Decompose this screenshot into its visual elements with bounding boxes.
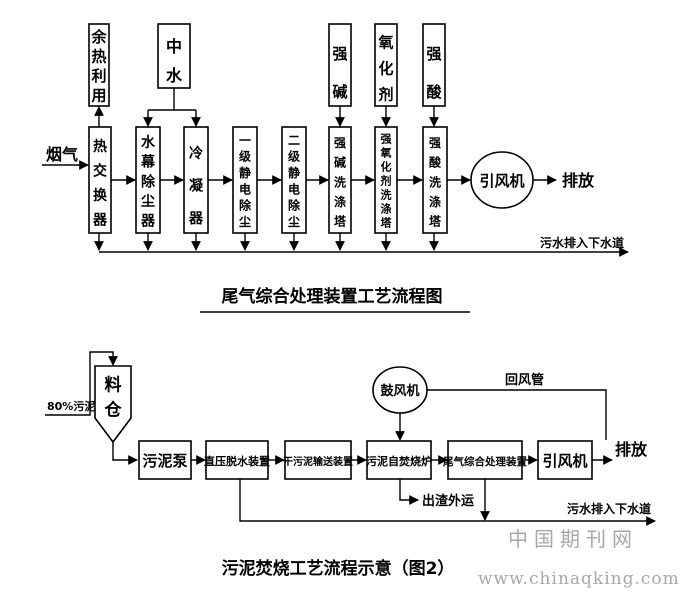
d2-box-tail-gas-label: 尾气综合处理装置 [443, 455, 527, 468]
d2-input-arrow [45, 351, 118, 416]
diagram1: 余热利用 中水 强碱 氧化剂 强酸 热交换器 水幕除尘器 冷凝器 一级静电除尘 … [42, 23, 629, 313]
d2-box-conveyor-label: 干污泥输送装置 [283, 455, 353, 468]
d2-box-induced-fan-label: 引风机 [542, 452, 587, 470]
d1-drain-arrows [94, 233, 629, 257]
d1-box-alkali-scrubber-label: 强碱洗涤塔 [334, 136, 347, 228]
d1-top-box-oxidant-label: 氧化剂 [377, 33, 393, 103]
d2-output-label: 排放 [615, 440, 648, 459]
d1-top-box-acid-label: 强酸 [426, 45, 442, 101]
d2-box-dewatering [205, 440, 269, 480]
d2-blower-label: 鼓风机 [380, 383, 419, 399]
d2-slag-arrow [399, 479, 419, 505]
d1-box-esp-1-label: 一级静电除尘 [239, 133, 252, 229]
d1-top-box-alkali-label: 强碱 [332, 45, 347, 101]
d2-return-label: 回风管 [505, 372, 544, 388]
d2-box-conveyor [284, 440, 352, 480]
d1-top-box-waste-heat [88, 23, 110, 107]
d2-box-dewatering-label: 直压脱水装置 [204, 454, 270, 468]
d1-box-water-curtain-label: 水幕除尘器 [140, 134, 156, 229]
d2-silo-label: 料仓 [104, 375, 123, 421]
d2-box-sludge-pump [138, 440, 192, 480]
d2-drain-line [239, 479, 656, 526]
d1-box-condenser-label: 冷凝器 [188, 145, 204, 227]
d2-box-sludge-pump-label: 污泥泵 [142, 452, 187, 470]
d2-title: 污泥焚烧工艺流程示意（图2） [222, 558, 455, 579]
d2-silo-to-pump-arrow [112, 442, 138, 465]
d2-input-label: 80%污泥 [47, 399, 95, 413]
d1-output-label: 排放 [562, 171, 595, 190]
d1-box-esp-2-label: 二级静电除尘 [288, 133, 301, 229]
d1-drain-label: 污水排入下水道 [540, 235, 624, 250]
d1-flow-arrows [42, 160, 557, 185]
d1-box-acid-scrubber-label: 强酸洗涤塔 [429, 136, 442, 228]
diagram2: 料仓 80%污泥 污泥泵 直压脱水装置 干污泥输送装置 污泥自焚烧炉 尾气综合处… [45, 351, 656, 579]
d1-feed-arrows [94, 88, 439, 127]
d1-title: 尾气综合处理装置工艺流程图 [222, 286, 443, 307]
d2-silo [94, 365, 132, 444]
d1-top-box-reclaimed-water [157, 23, 191, 89]
d2-drain-label: 污水排入下水道 [567, 501, 651, 516]
d1-top-box-reclaimed-water-label: 中水 [166, 37, 183, 85]
watermark-url: www.chinaqking.com [478, 569, 680, 589]
d1-top-box-waste-heat-label: 余热利用 [90, 28, 107, 105]
d2-return-duct [427, 389, 607, 440]
d1-box-oxidant-scrubber-label: 强氧化剂洗涤塔 [380, 133, 393, 230]
d2-slag-label: 出渣外运 [422, 493, 474, 509]
d2-box-incinerator-label: 污泥自焚烧炉 [366, 454, 432, 468]
d1-input-label: 烟气 [46, 145, 78, 164]
watermark-cn: 中国期刊网 [508, 527, 638, 551]
d1-box-esp-1 [232, 126, 258, 234]
d1-induced-fan-label: 引风机 [479, 172, 524, 190]
d1-box-heat-exchanger-label: 热交换器 [92, 138, 108, 229]
